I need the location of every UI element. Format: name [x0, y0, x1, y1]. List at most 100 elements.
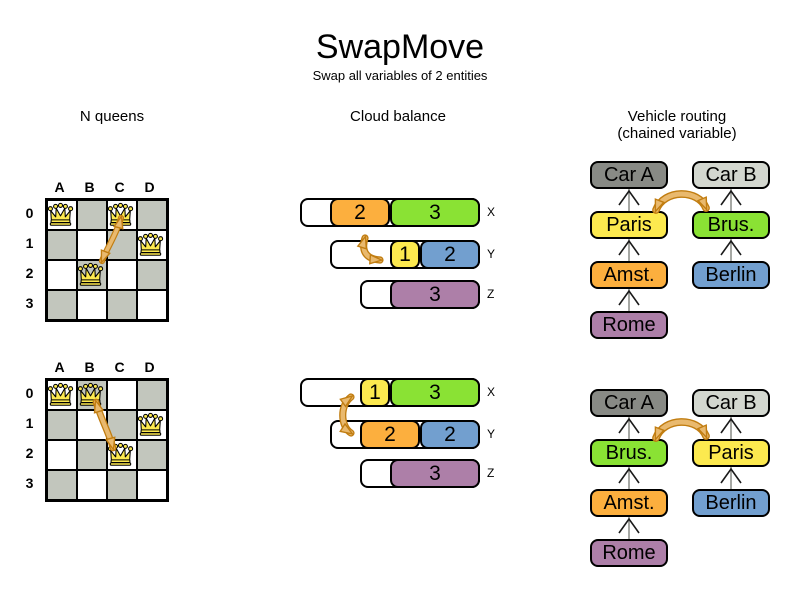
board-column-label: C	[114, 179, 126, 195]
board-cell	[47, 440, 77, 470]
board-cell	[137, 260, 167, 290]
up-chevron-connector-icon	[618, 239, 640, 256]
board-row-label: 3	[25, 475, 35, 491]
board-cell	[47, 410, 77, 440]
up-chevron-connector-icon	[618, 189, 640, 206]
board-row-label: 0	[25, 385, 35, 401]
up-chevron-connector-icon	[618, 467, 640, 484]
process-block: 3	[390, 378, 480, 407]
board-cell	[77, 290, 107, 320]
board-column-label: D	[144, 359, 156, 375]
computer-label-z: Z	[487, 466, 495, 480]
queen-crown-icon	[137, 231, 164, 256]
vehicle-routing-header-line2: (chained variable)	[617, 125, 737, 142]
board-cell	[107, 410, 137, 440]
swap-arrow-vehicle-before-outline	[652, 190, 710, 214]
board-row-label: 1	[25, 415, 35, 431]
board-cell	[107, 290, 137, 320]
board-cell	[77, 470, 107, 500]
swap-arrow-vehicle-after-outline	[652, 418, 710, 442]
vehicle-box-berlin: Berlin	[692, 261, 770, 289]
board-column-label: A	[54, 179, 66, 195]
board-cell	[137, 290, 167, 320]
process-block: 2	[420, 420, 480, 449]
vehicle-box-berlin: Berlin	[692, 489, 770, 517]
queen-crown-icon	[77, 381, 104, 406]
board-cell	[47, 260, 77, 290]
process-block: 1	[360, 378, 390, 407]
board-column-label: C	[114, 359, 126, 375]
board-column-label: A	[54, 359, 66, 375]
cloud-balance-header: Cloud balance	[350, 108, 446, 125]
board-cell	[47, 290, 77, 320]
curved-double-arrow-icon	[653, 419, 709, 438]
queen-crown-icon	[47, 381, 74, 406]
process-block: 2	[360, 420, 420, 449]
computer-label-z: Z	[487, 287, 495, 301]
page-title: SwapMove	[315, 28, 485, 66]
board-cell	[47, 470, 77, 500]
vehicle-box-brus: Brus.	[590, 439, 668, 467]
board-column-label: B	[84, 359, 96, 375]
vehicle-box-cara: Car A	[590, 161, 668, 189]
curved-double-arrow-icon	[653, 191, 709, 210]
process-block: 1	[390, 240, 420, 269]
vehicle-box-rome: Rome	[590, 539, 668, 567]
vehicle-routing-header: Vehicle routing (chained variable)	[577, 108, 777, 142]
up-chevron-connector-icon	[618, 417, 640, 434]
board-cell	[137, 470, 167, 500]
computer-label-x: X	[487, 205, 496, 219]
queen-crown-icon	[107, 441, 134, 466]
process-block: 3	[390, 280, 480, 309]
board-row-label: 3	[25, 295, 35, 311]
queen-crown-icon	[47, 201, 74, 226]
queen-crown-icon	[77, 261, 104, 286]
board-cell	[107, 260, 137, 290]
computer-label-y: Y	[487, 427, 496, 441]
board-cell	[107, 470, 137, 500]
vehicle-box-paris: Paris	[692, 439, 770, 467]
vehicle-box-amst: Amst.	[590, 489, 668, 517]
vehicle-box-carb: Car B	[692, 389, 770, 417]
vehicle-box-paris: Paris	[590, 211, 668, 239]
board-cell	[47, 230, 77, 260]
vehicle-box-brus: Brus.	[692, 211, 770, 239]
board-row-label: 2	[25, 265, 35, 281]
vehicle-routing-header-line1: Vehicle routing	[627, 108, 727, 125]
board-cell	[77, 200, 107, 230]
vehicle-box-cara: Car A	[590, 389, 668, 417]
process-block: 3	[390, 198, 480, 227]
vehicle-box-rome: Rome	[590, 311, 668, 339]
board-row-label: 1	[25, 235, 35, 251]
board-row-label: 2	[25, 445, 35, 461]
board-cell	[77, 410, 107, 440]
board-row-label: 0	[25, 205, 35, 221]
board-column-label: B	[84, 179, 96, 195]
board-cell	[137, 380, 167, 410]
vehicle-box-carb: Car B	[692, 161, 770, 189]
process-block: 2	[420, 240, 480, 269]
up-chevron-connector-icon	[720, 239, 742, 256]
queen-crown-icon	[137, 411, 164, 436]
computer-label-y: Y	[487, 247, 496, 261]
board-column-label: D	[144, 179, 156, 195]
chain-connectors	[618, 189, 742, 539]
up-chevron-connector-icon	[720, 417, 742, 434]
process-block: 2	[330, 198, 390, 227]
computer-label-x: X	[487, 385, 496, 399]
queen-crown-icon	[107, 201, 134, 226]
up-chevron-connector-icon	[618, 289, 640, 306]
page-subtitle: Swap all variables of 2 entities	[312, 68, 488, 83]
board-cell	[107, 230, 137, 260]
process-block: 3	[390, 459, 480, 488]
vehicle-box-amst: Amst.	[590, 261, 668, 289]
up-chevron-connector-icon	[720, 467, 742, 484]
board-cell	[77, 230, 107, 260]
up-chevron-connector-icon	[618, 517, 640, 534]
board-cell	[107, 380, 137, 410]
board-cell	[137, 440, 167, 470]
up-chevron-connector-icon	[720, 189, 742, 206]
board-cell	[137, 200, 167, 230]
board-cell	[77, 440, 107, 470]
